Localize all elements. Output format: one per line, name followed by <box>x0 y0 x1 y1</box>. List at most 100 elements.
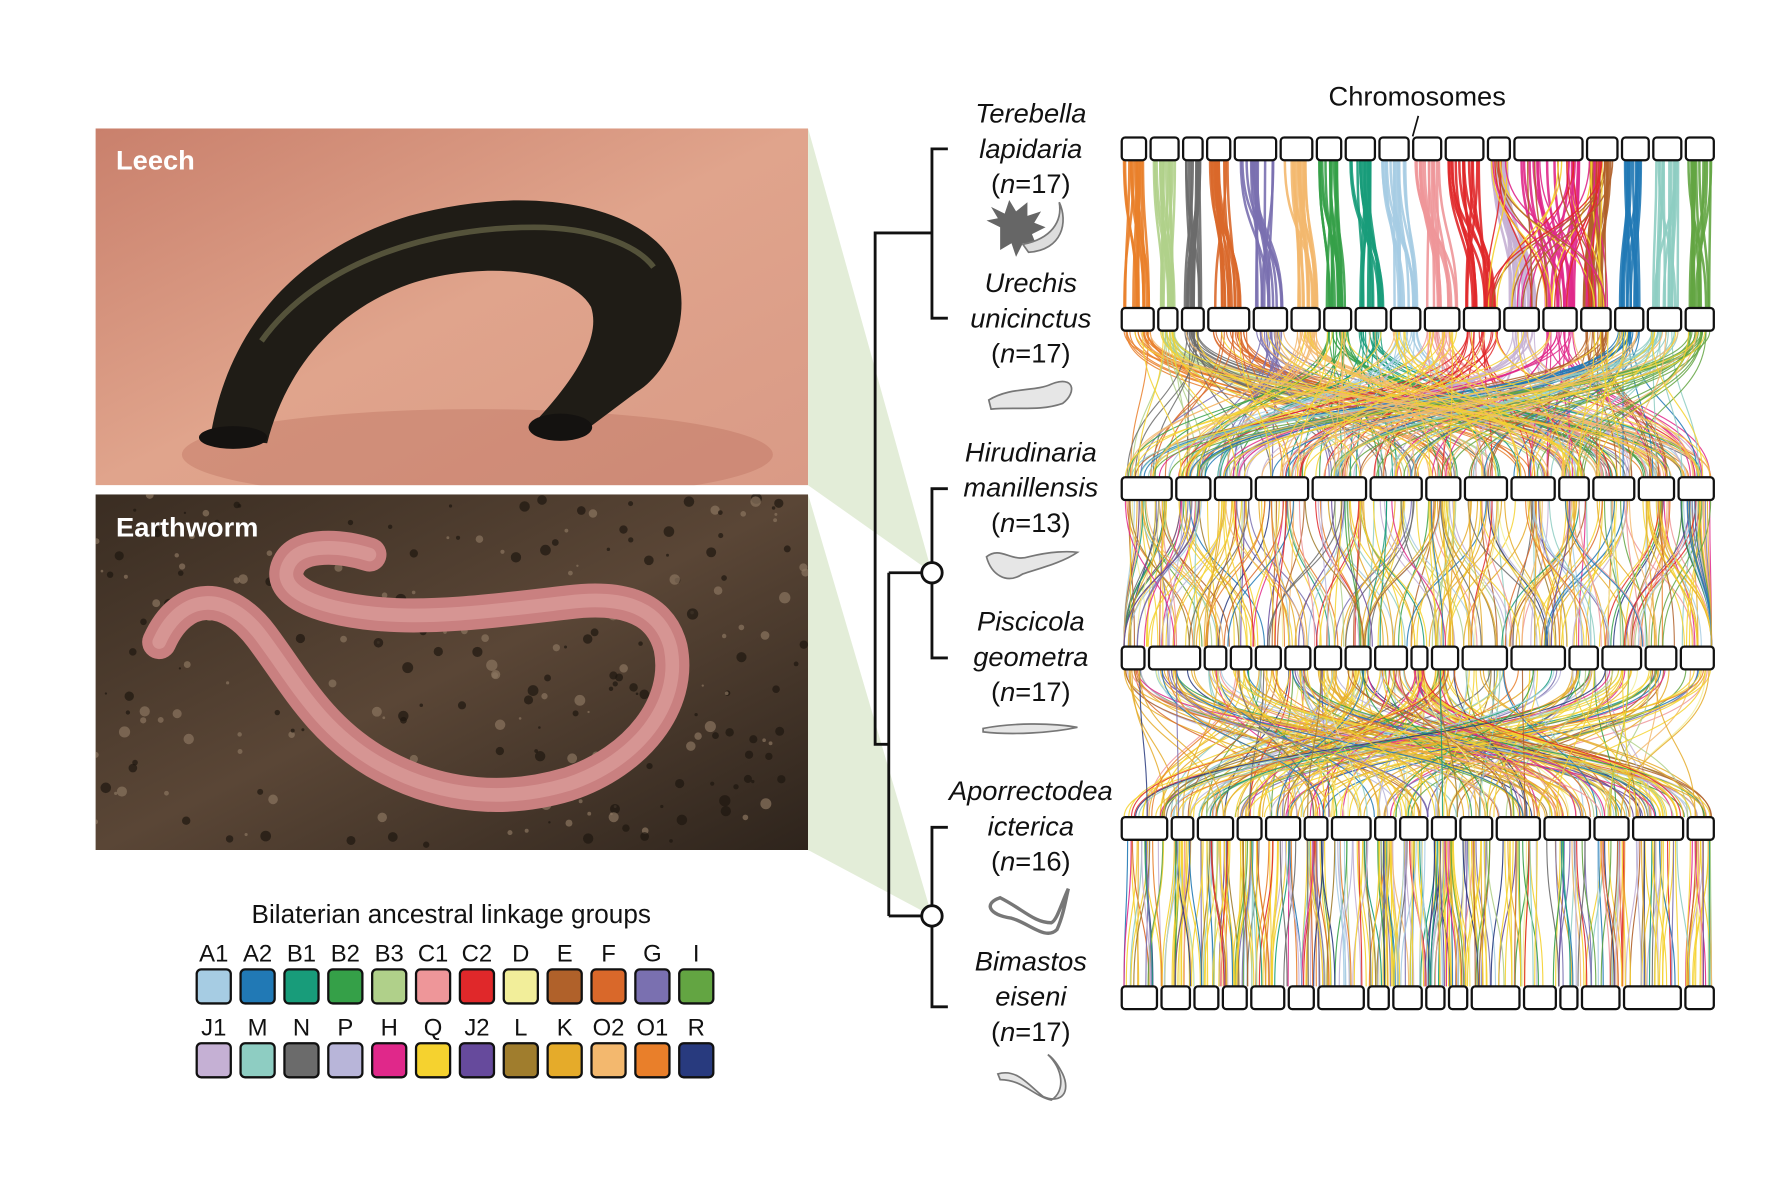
synteny-link <box>1297 160 1305 308</box>
synteny-link <box>1207 839 1224 987</box>
synteny-link <box>1185 500 1223 647</box>
synteny-link <box>1504 839 1514 987</box>
soil-speck <box>725 728 734 737</box>
soil-speck <box>500 549 505 554</box>
synteny-link <box>1635 839 1642 987</box>
synteny-link <box>1204 500 1266 647</box>
synteny-link <box>1162 160 1174 308</box>
soil-speck <box>491 670 501 680</box>
synteny-link <box>1223 839 1236 987</box>
synteny-link <box>1397 330 1699 478</box>
synteny-link <box>1323 669 1335 818</box>
soil-speck <box>244 832 248 837</box>
synteny-link <box>1647 500 1698 647</box>
chromosome-row <box>1120 985 1715 1011</box>
soil-speck <box>639 689 650 700</box>
earthworm-clade-wedge <box>808 494 932 916</box>
chromosome <box>1207 306 1251 332</box>
synteny-link <box>1172 839 1181 987</box>
chromosome-count: (n=17) <box>991 168 1071 199</box>
synteny-link <box>1304 330 1446 478</box>
chromosome <box>1677 476 1715 502</box>
soil-speck <box>666 553 669 557</box>
synteny-link <box>1658 500 1713 647</box>
chromosome-rows <box>1120 136 1715 1011</box>
soil-speck <box>260 830 272 842</box>
synteny-link <box>1521 500 1543 647</box>
soil-speck <box>704 720 716 733</box>
synteny-link <box>1658 330 1683 478</box>
synteny-link <box>1159 669 1557 818</box>
synteny-link <box>1178 330 1333 478</box>
chromosomes-label: Chromosomes <box>1329 81 1506 112</box>
synteny-link <box>1230 330 1552 478</box>
synteny-link <box>1504 160 1607 308</box>
synteny-link <box>1614 839 1621 987</box>
synteny-link <box>1352 500 1362 647</box>
synteny-link <box>1136 500 1160 647</box>
soil-speck <box>179 563 186 570</box>
synteny-link <box>1389 839 1401 987</box>
soil-speck <box>564 645 568 649</box>
synteny-link <box>1395 330 1497 478</box>
synteny-link <box>1274 330 1398 478</box>
synteny-link <box>1129 500 1132 647</box>
chromosome <box>1513 136 1584 162</box>
soil-speck <box>524 828 529 833</box>
soil-speck <box>152 599 161 608</box>
soil-speck <box>663 526 675 537</box>
soil-speck <box>537 495 547 505</box>
synteny-link <box>1331 500 1373 647</box>
chromosome <box>1644 645 1678 671</box>
synteny-link <box>1334 500 1342 647</box>
soil-speck <box>257 788 264 795</box>
synteny-link <box>1543 500 1567 647</box>
chromosome <box>1425 476 1462 502</box>
synteny-link <box>1232 669 1711 818</box>
synteny-link <box>1140 330 1597 478</box>
soil-speck <box>724 691 729 696</box>
chromosome <box>1462 306 1501 332</box>
soil-speck <box>145 494 154 499</box>
synteny-link <box>1287 500 1336 647</box>
synteny-link <box>1622 839 1626 987</box>
soil-speck <box>793 661 799 667</box>
synteny-link <box>1610 500 1622 647</box>
soil-speck <box>771 506 776 510</box>
legend-swatch <box>590 968 627 1005</box>
chromosome <box>1622 985 1682 1011</box>
legend-item-label: I <box>693 940 700 967</box>
soil-speck <box>544 674 551 682</box>
soil-speck <box>419 703 424 707</box>
synteny-link <box>1484 839 1487 987</box>
soil-speck <box>486 659 498 671</box>
synteny-link <box>1353 839 1364 987</box>
count-variable: n <box>1000 1016 1015 1047</box>
species-epithet: manillensis <box>963 472 1098 503</box>
synteny-link <box>1432 160 1441 308</box>
chromosome <box>1284 645 1312 671</box>
synteny-link <box>1505 669 1587 818</box>
soil-speck <box>507 830 513 836</box>
chromosome <box>1147 645 1202 671</box>
synteny-link <box>1185 330 1602 478</box>
legend-swatch <box>283 968 320 1005</box>
species-genus: Urechis <box>985 267 1078 298</box>
synteny-link <box>1498 839 1511 987</box>
soil-speck <box>100 782 112 794</box>
soil-speck <box>387 832 398 842</box>
synteny-link <box>1344 500 1396 647</box>
soil-speck <box>760 798 772 810</box>
synteny-link <box>1131 330 1166 478</box>
chromosome <box>1425 985 1446 1011</box>
synteny-link <box>1557 160 1601 308</box>
chromosome <box>1160 985 1192 1011</box>
synteny-link <box>1644 839 1659 987</box>
synteny-link <box>1412 839 1425 987</box>
synteny-link <box>1237 669 1315 818</box>
synteny-link <box>1530 500 1549 647</box>
legend-item: H <box>371 1014 408 1079</box>
synteny-link <box>1453 669 1591 818</box>
synteny-link <box>1301 839 1314 987</box>
